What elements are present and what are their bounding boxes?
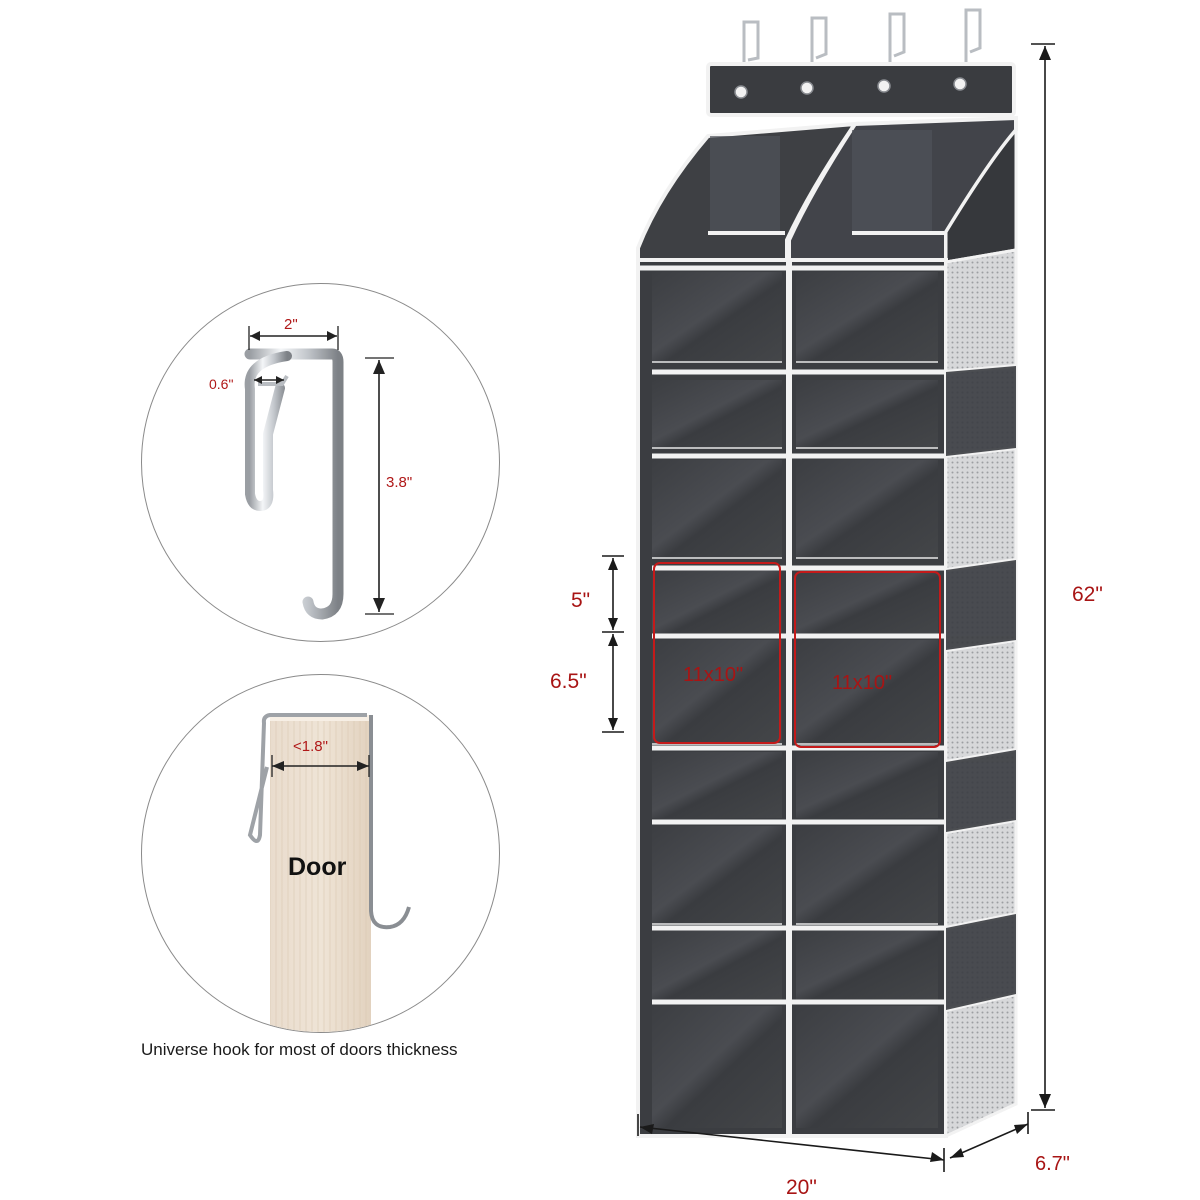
grommets	[734, 77, 967, 99]
left-pocket-highlight	[653, 562, 781, 744]
right-pocket-highlight	[794, 571, 941, 748]
over-door-hook-illustration	[244, 326, 394, 620]
pocket-height-dimensions	[602, 555, 624, 733]
hook-caption: Universe hook for most of doors thicknes…	[141, 1040, 458, 1059]
organizer-height-label: 62"	[1072, 583, 1103, 606]
hook-detail-circle	[141, 283, 500, 642]
door-with-hook-illustration	[247, 713, 411, 1032]
large-pocket-height-label: 6.5"	[550, 670, 587, 693]
hanger-hooks	[742, 8, 982, 72]
width-dimension	[637, 1114, 945, 1172]
height-dimension	[1031, 43, 1055, 1111]
door-thickness-label: <1.8"	[293, 738, 328, 755]
hook-height-label: 3.8"	[386, 474, 413, 491]
side-mesh-panel	[944, 248, 1018, 1139]
door-label: Door	[288, 853, 347, 881]
depth-dimension	[949, 1112, 1029, 1159]
organizer-depth-label: 6.7"	[1035, 1153, 1070, 1175]
organizer-width-label: 20"	[786, 1176, 817, 1199]
small-pocket-height-label: 5"	[571, 589, 591, 612]
right-pocket-size-label: 11x10"	[832, 672, 893, 694]
hook-gap-label: 0.6"	[209, 376, 234, 392]
pocket-grid	[652, 272, 938, 1128]
left-pocket-size-label: 11x10"	[683, 664, 744, 686]
hook-width-label: 2"	[284, 316, 298, 333]
top-strap	[706, 62, 1016, 117]
door-detail-circle	[141, 674, 500, 1033]
